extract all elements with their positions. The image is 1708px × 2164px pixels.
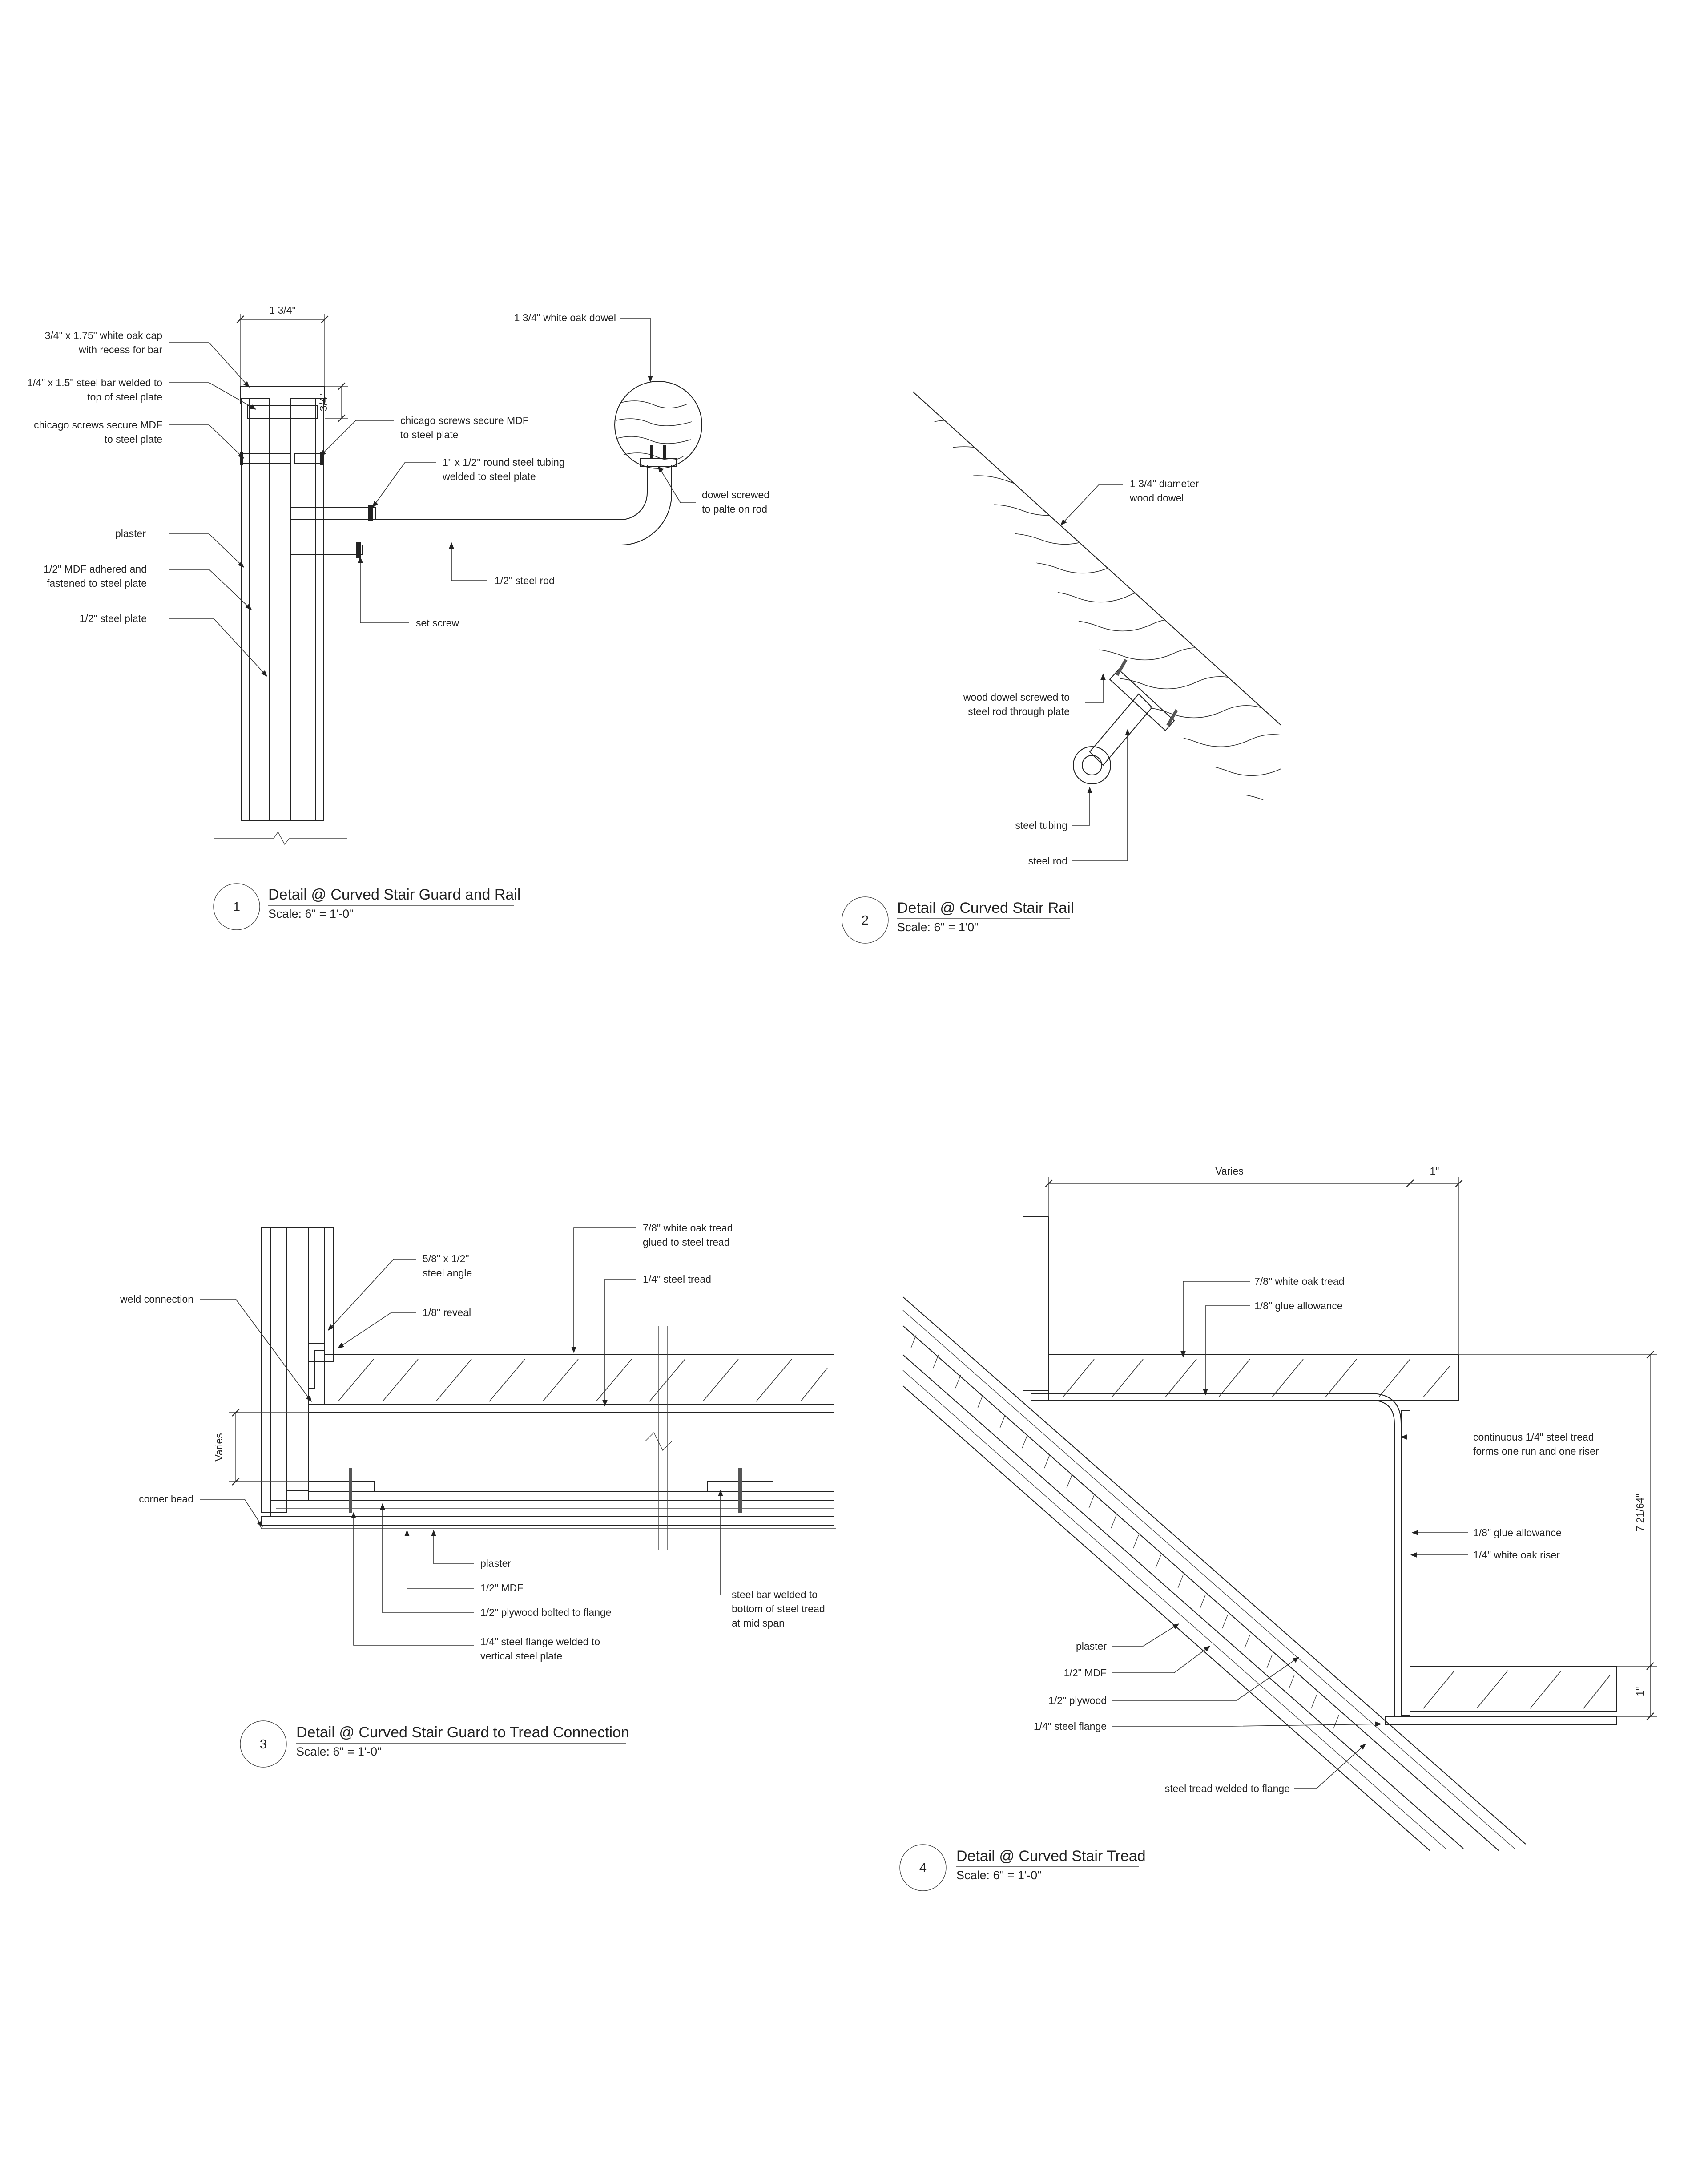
dim-1-width: 1 3/4" xyxy=(269,304,295,316)
note-4-plaster: plaster xyxy=(1076,1640,1107,1652)
note-3-oak-tread-1: 7/8" white oak tread xyxy=(643,1222,733,1234)
note-1-tubing-1: 1" x 1/2" round steel tubing xyxy=(443,456,565,468)
detail-2-title: Detail @ Curved Stair Rail xyxy=(897,900,1074,916)
note-1-dowel-screwed-1: dowel screwed xyxy=(702,489,769,501)
detail-4: Varies 1" 7 21/64" 1" 7/8" white oak tre… xyxy=(899,1165,1657,1891)
note-3-steel-bar-2: bottom of steel tread xyxy=(732,1603,825,1615)
detail-1-number: 1 xyxy=(233,900,240,914)
note-1-screws-l-1: chicago screws secure MDF xyxy=(34,419,162,431)
note-3-steel-bar-3: at mid span xyxy=(732,1617,785,1629)
note-2-screwed-1: wood dowel screwed to xyxy=(963,691,1070,703)
note-4-glue-top: 1/8" glue allowance xyxy=(1254,1300,1343,1312)
note-1-mdf-1: 1/2" MDF adhered and xyxy=(44,563,147,575)
note-3-steel-tread: 1/4" steel tread xyxy=(643,1273,711,1285)
note-4-continuous-2: forms one run and one riser xyxy=(1473,1445,1599,1457)
svg-text:1/4" x 1.5" steel bar welded t: 1/4" x 1.5" steel bar welded to top of st… xyxy=(27,377,162,403)
note-1-cap-1: 3/4" x 1.75" white oak cap xyxy=(45,330,162,341)
detail-3-scale: Scale: 6" = 1'-0" xyxy=(296,1745,382,1758)
note-2-dowel-1: 1 3/4" diameter xyxy=(1130,478,1199,489)
note-3-oak-tread-2: glued to steel tread xyxy=(643,1236,730,1248)
note-3-flange-1: 1/4" steel flange welded to xyxy=(480,1636,600,1647)
note-1-plaster: plaster xyxy=(115,528,146,539)
note-4-welded: steel tread welded to flange xyxy=(1165,1783,1290,1794)
detail-3-number: 3 xyxy=(260,1737,267,1752)
note-2-rod: steel rod xyxy=(1028,855,1068,867)
note-1-mdf-2: fastened to steel plate xyxy=(47,577,147,589)
note-4-mdf: 1/2" MDF xyxy=(1064,1667,1107,1679)
detail-3: Varies 5/8" x 1/2" steel angle 1/8" revea… xyxy=(120,1222,836,1768)
note-1-cap-2: with recess for bar xyxy=(78,344,162,355)
detail-2-number: 2 xyxy=(862,913,869,928)
note-3-mdf: 1/2" MDF xyxy=(480,1582,523,1594)
note-3-steel-bar-1: steel bar welded to xyxy=(732,1589,818,1600)
note-1-dowel-screwed-2: to palte on rod xyxy=(702,503,767,515)
note-1-bar-2: top of steel plate xyxy=(87,391,162,403)
note-3-flange-2: vertical steel plate xyxy=(480,1650,562,1662)
detail-2-scale: Scale: 6" = 1'0" xyxy=(897,921,979,934)
svg-text:5/8" x 1/2"steel angle: 5/8" x 1/2" steel angle xyxy=(423,1253,472,1279)
note-3-reveal: 1/8" reveal xyxy=(423,1307,471,1318)
note-1-bar-1: 1/4" x 1.5" steel bar welded to xyxy=(27,377,162,388)
detail-4-number: 4 xyxy=(919,1861,927,1875)
note-1-dowel: 1 3/4" white oak dowel xyxy=(514,312,616,323)
detail-1-number-circle xyxy=(213,883,260,930)
note-3-angle-2: steel angle xyxy=(423,1267,472,1279)
note-4-oak-tread: 7/8" white oak tread xyxy=(1254,1276,1345,1287)
note-3-plywood: 1/2" plywood bolted to flange xyxy=(480,1607,612,1618)
note-1-set-screw: set screw xyxy=(416,617,459,629)
note-2-dowel-2: wood dowel xyxy=(1129,492,1184,504)
dim-4-nosing: 1" xyxy=(1430,1165,1439,1177)
note-1-screws-l-2: to steel plate xyxy=(105,433,162,445)
dim-4-rise: 7 21/64" xyxy=(1634,1494,1646,1532)
note-4-continuous-1: continuous 1/4" steel tread xyxy=(1473,1431,1594,1443)
detail-1-title: Detail @ Curved Stair Guard and Rail xyxy=(268,886,520,903)
detail-1-scale: Scale: 6" = 1'-0" xyxy=(268,907,354,921)
note-1-tubing-2: welded to steel plate xyxy=(442,471,536,482)
detail-4-number-circle xyxy=(899,1844,947,1891)
dim-3-varies: Varies xyxy=(213,1433,225,1462)
detail-3-title: Detail @ Curved Stair Guard to Tread Con… xyxy=(296,1724,629,1741)
note-1-plate: 1/2" steel plate xyxy=(80,613,147,624)
note-4-plywood: 1/2" plywood xyxy=(1048,1695,1107,1706)
note-2-tubing: steel tubing xyxy=(1015,820,1068,831)
dim-4-varies: Varies xyxy=(1215,1165,1244,1177)
detail-3-number-circle xyxy=(240,1720,287,1768)
note-1-screws-r-2: to steel plate xyxy=(400,429,458,440)
detail-1: 1 3/4" 3/4" 3/4" x 1.75" white oak cap wi… xyxy=(27,304,769,930)
note-4-flange: 1/4" steel flange xyxy=(1034,1720,1107,1732)
detail-2-number-circle xyxy=(842,896,889,944)
dim-1-cap: 3/4" xyxy=(318,393,329,411)
detail-4-scale: Scale: 6" = 1'-0" xyxy=(956,1869,1042,1882)
note-3-corner-bead: corner bead xyxy=(139,1493,193,1505)
note-3-weld: weld connection xyxy=(120,1293,193,1305)
note-1-screws-r-1: chicago screws secure MDF xyxy=(400,415,529,426)
note-4-oak-riser: 1/4" white oak riser xyxy=(1473,1549,1560,1561)
note-3-plaster: plaster xyxy=(480,1558,511,1569)
detail-4-title: Detail @ Curved Stair Tread xyxy=(956,1848,1146,1865)
note-3-angle-1: 5/8" x 1/2" xyxy=(423,1253,469,1264)
detail-2: 1 3/4" diameter wood dowel wood dowel scr… xyxy=(842,391,1281,944)
dim-4-thickness: 1" xyxy=(1634,1687,1646,1696)
note-4-glue-riser: 1/8" glue allowance xyxy=(1473,1527,1562,1538)
note-2-screwed-2: steel rod through plate xyxy=(968,706,1070,717)
note-1-rod: 1/2" steel rod xyxy=(495,575,555,586)
